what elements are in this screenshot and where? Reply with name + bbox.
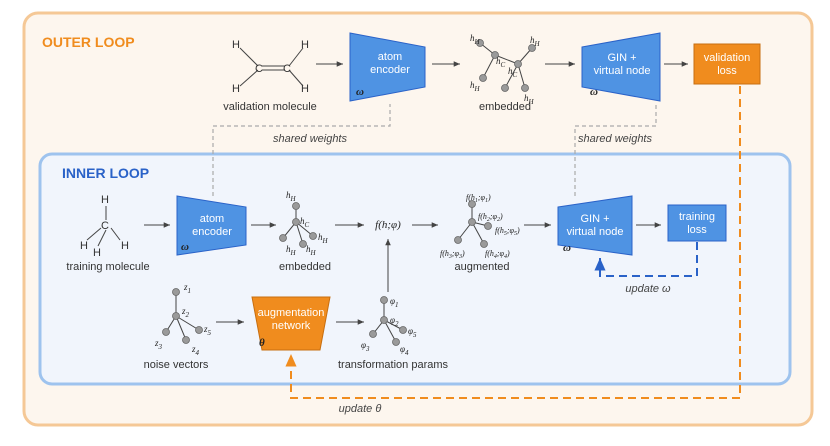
embedded-molecule-outer: hH hC hC hH hH hH (470, 33, 541, 106)
svg-text:f(h5;φ5): f(h5;φ5) (495, 226, 520, 237)
validation-loss-box (693, 43, 761, 85)
embedded-molecule-inner: hH hC hH hH hH (279, 190, 329, 257)
update-theta-label: update θ (339, 403, 382, 415)
update-omega-arrow (594, 242, 698, 277)
training-molecule: H C H H H (80, 194, 129, 259)
inner-loop-box (38, 152, 792, 386)
transformation-params-molecule: φ1 φ2 φ5 φ3 φ4 (361, 296, 417, 357)
svg-text:f(h1;φ1): f(h1;φ1) (466, 193, 491, 204)
atom-h: H (301, 39, 309, 51)
augmented-label: augmented (454, 261, 509, 273)
embedded-label-inner: embedded (279, 261, 331, 273)
svg-text:hH: hH (524, 93, 535, 106)
atom-c: C (283, 63, 291, 75)
svg-text:hH: hH (530, 35, 541, 48)
svg-text:φ4: φ4 (400, 344, 409, 357)
validation-molecule: H H C C H H (232, 39, 309, 95)
svg-text:z3: z3 (154, 338, 163, 351)
update-omega-label: update ω (625, 283, 671, 295)
atom-encoder-outer (349, 32, 426, 102)
omega-symbol: ω (356, 86, 364, 98)
omega-symbol: ω (590, 86, 598, 98)
svg-text:hH: hH (470, 33, 481, 46)
shared-weights-right: shared weights (578, 133, 652, 145)
shared-weights-left: shared weights (273, 133, 347, 145)
validation-molecule-label: validation molecule (223, 101, 317, 113)
inner-loop-title: INNER LOOP (62, 165, 149, 181)
svg-text:hC: hC (508, 66, 518, 79)
svg-text:z4: z4 (191, 344, 200, 357)
atom-h: H (301, 83, 309, 95)
atom-h: H (80, 240, 88, 252)
atom-c: C (255, 63, 263, 75)
atom-h: H (93, 247, 101, 259)
noise-vectors-molecule: z1 z2 z5 z3 z4 (154, 282, 212, 357)
atom-h: H (232, 83, 240, 95)
omega-symbol: ω (181, 241, 189, 253)
atom-h: H (101, 194, 109, 206)
svg-text:hH: hH (470, 80, 481, 93)
update-theta-arrow (285, 86, 741, 399)
transformation-params-label: transformation params (338, 359, 449, 371)
svg-text:φ1: φ1 (390, 296, 398, 309)
augmentation-network (251, 296, 331, 351)
training-molecule-label: training molecule (66, 261, 149, 273)
svg-text:φ5: φ5 (408, 326, 417, 339)
outer-loop-title: OUTER LOOP (42, 34, 135, 50)
svg-text:φ2: φ2 (390, 315, 399, 328)
svg-text:f(h3;φ3): f(h3;φ3) (440, 249, 465, 260)
noise-vectors-label: noise vectors (144, 359, 209, 371)
training-loss-box (667, 204, 727, 242)
shared-weights-line-right (574, 104, 657, 196)
atom-encoder-inner (176, 195, 247, 256)
gin-label-outer: GIN +virtual node (594, 52, 651, 77)
svg-text:φ3: φ3 (361, 340, 370, 353)
atom-c: C (101, 220, 109, 232)
svg-text:z1: z1 (183, 282, 191, 295)
svg-text:hC: hC (496, 56, 506, 69)
svg-text:hH: hH (286, 190, 297, 203)
atom-h: H (121, 240, 129, 252)
function-label: f(h;φ) (375, 219, 401, 231)
atom-h: H (232, 39, 240, 51)
svg-text:hH: hH (318, 232, 329, 245)
gin-outer (581, 32, 661, 102)
svg-text:z5: z5 (203, 324, 212, 337)
theta-symbol: θ (259, 337, 265, 349)
svg-text:f(h2;φ2): f(h2;φ2) (478, 212, 503, 223)
omega-symbol: ω (563, 242, 571, 254)
gin-inner (557, 195, 633, 256)
svg-text:hC: hC (300, 216, 310, 229)
embedded-label-outer: embedded (479, 101, 531, 113)
svg-text:f(h4;φ4): f(h4;φ4) (485, 249, 510, 260)
augmented-molecule: f(h1;φ1) f(h2;φ2) f(h5;φ5) f(h3;φ3) f(h4… (440, 193, 520, 260)
svg-text:hH: hH (286, 244, 297, 257)
shared-weights-line-left (212, 104, 391, 196)
svg-text:hH: hH (306, 244, 317, 257)
gin-label-inner: GIN +virtual node (567, 213, 624, 238)
svg-text:z2: z2 (181, 306, 190, 319)
